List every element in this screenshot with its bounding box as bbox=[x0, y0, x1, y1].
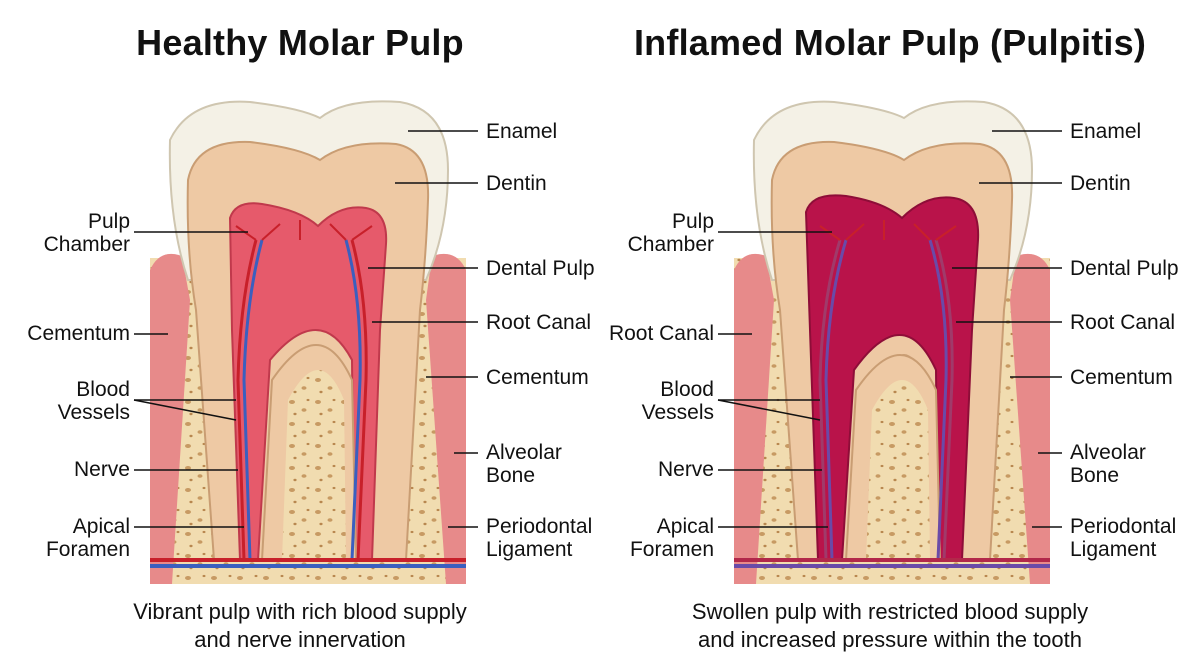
label-dentin: Dentin bbox=[1070, 172, 1131, 195]
healthy-panel: Healthy Molar Pulp bbox=[27, 22, 595, 652]
label-dentin: Dentin bbox=[486, 172, 547, 195]
inflamed-title: Inflamed Molar Pulp (Pulpitis) bbox=[633, 22, 1147, 63]
inter-root-bone bbox=[282, 370, 346, 560]
label-root-canal-left: Root Canal bbox=[608, 322, 714, 345]
label-enamel: Enamel bbox=[1070, 120, 1142, 143]
inflamed-panel: Inflamed Molar Pulp (Pulpitis) bbox=[600, 0, 1200, 669]
label-cementum-left: Cementum bbox=[27, 322, 130, 345]
vein-left bbox=[242, 239, 264, 561]
gum-left bbox=[150, 253, 190, 584]
label-dental-pulp: Dental Pulp bbox=[1070, 257, 1179, 280]
label-nerve: Nerve bbox=[657, 458, 714, 481]
label-cementum-right: Cementum bbox=[1070, 366, 1173, 389]
label-enamel: Enamel bbox=[486, 120, 558, 143]
label-dental-pulp: Dental Pulp bbox=[486, 257, 595, 280]
label-root-canal: Root Canal bbox=[486, 311, 592, 334]
gum-right bbox=[426, 253, 466, 584]
label-nerve: Nerve bbox=[73, 458, 130, 481]
vein-right bbox=[344, 239, 362, 561]
label-root-canal-right: Root Canal bbox=[1070, 311, 1176, 334]
inflamed-tooth-illustration bbox=[717, 100, 1062, 584]
pulp bbox=[228, 202, 388, 561]
inflamed-caption: Swollen pulp with restricted blood suppl… bbox=[691, 599, 1089, 652]
pulp bbox=[804, 194, 980, 561]
artery-left bbox=[236, 239, 258, 561]
vessel-branches bbox=[235, 220, 373, 241]
artery-right bbox=[350, 239, 368, 561]
label-cementum-right: Cementum bbox=[486, 366, 589, 389]
healthy-title: Healthy Molar Pulp bbox=[136, 22, 464, 63]
healthy-tooth-illustration bbox=[133, 100, 478, 584]
